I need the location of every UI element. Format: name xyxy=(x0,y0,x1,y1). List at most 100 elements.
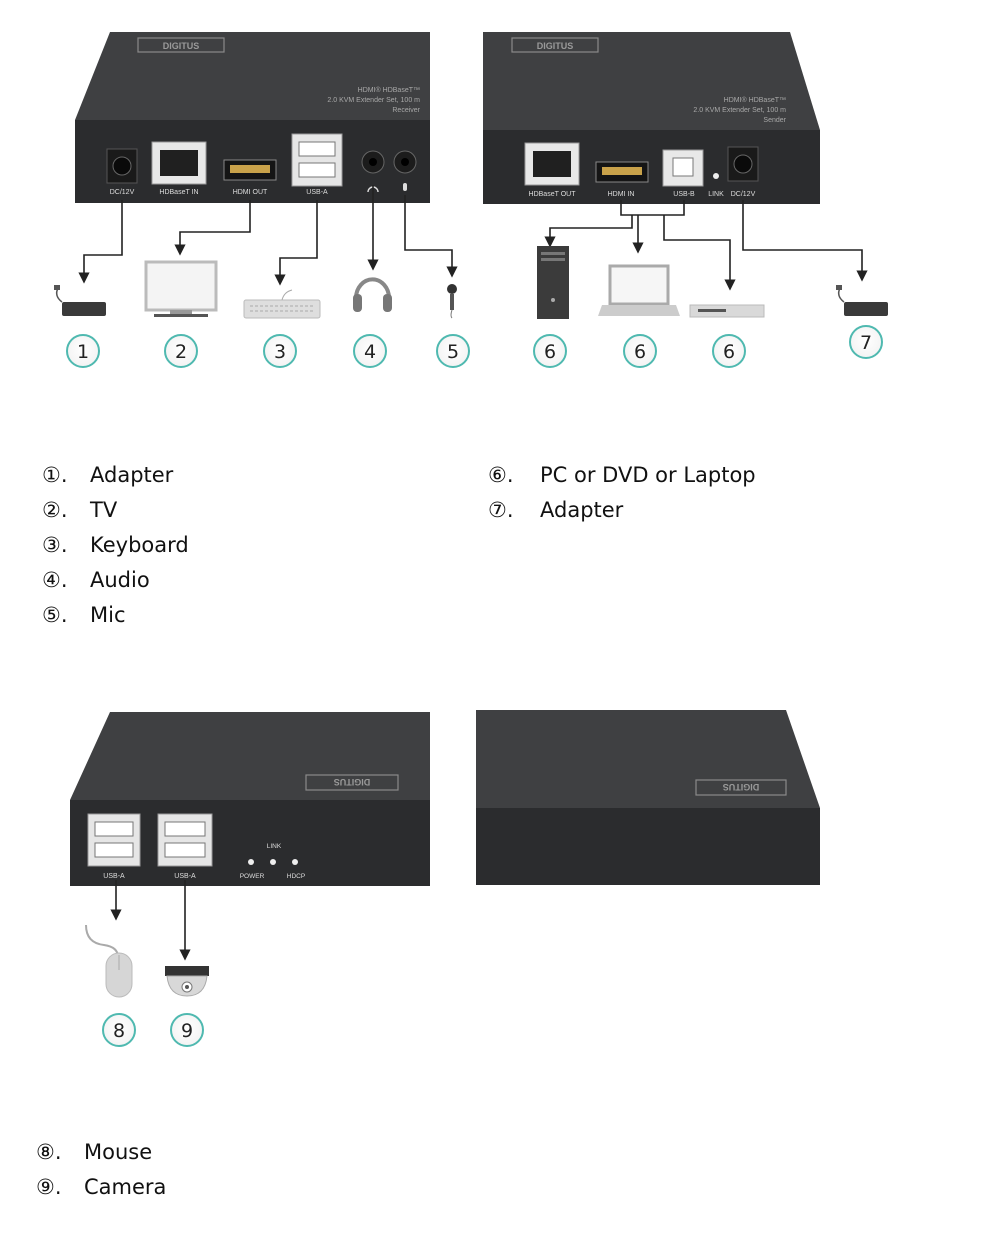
legend-label: Camera xyxy=(84,1175,167,1199)
arrow-tv xyxy=(174,200,251,256)
sender-dc-label: DC/12V xyxy=(731,191,756,198)
receiver-product-line2: 2.0 KVM Extender Set, 100 m xyxy=(327,97,420,104)
adapter-icon-sender xyxy=(836,285,888,316)
svg-text:6: 6 xyxy=(634,341,646,363)
receiver-back-power-label: POWER xyxy=(240,873,265,880)
svg-text:7: 7 xyxy=(860,332,872,354)
legend-item-5: ⑤.Mic xyxy=(42,603,126,627)
receiver-hdbaset-in-label: HDBaseT IN xyxy=(159,189,198,196)
arrow-dvd xyxy=(663,215,736,291)
badge-6-pc: 6 xyxy=(533,334,567,368)
sender-back-brand-box xyxy=(695,779,787,796)
sender-product-line1: HDMI® HDBaseT™ xyxy=(724,96,786,104)
bottom-connection-arrows xyxy=(110,880,191,961)
legend-label: Keyboard xyxy=(90,533,189,557)
power-led xyxy=(248,859,254,865)
sender-brand-box xyxy=(511,37,599,53)
receiver-brand-box xyxy=(137,37,225,53)
sender-hdmi-usb-bus xyxy=(620,200,685,216)
receiver-back-unit: DIGITUS USB-A USB-A LINK POWER HDCP xyxy=(70,712,430,886)
svg-text:3: 3 xyxy=(274,341,286,363)
svg-text:5: 5 xyxy=(447,341,459,363)
sender-link-label: LINK xyxy=(708,191,724,198)
svg-text:6: 6 xyxy=(544,341,556,363)
badge-7: 7 xyxy=(849,325,883,359)
sender-product-line2: 2.0 KVM Extender Set, 100 m xyxy=(693,107,786,114)
mic-icon xyxy=(403,183,407,191)
sender-unit: DIGITUS HDMI® HDBaseT™ 2.0 KVM Extender … xyxy=(483,32,820,204)
arrow-adapter-sender xyxy=(742,200,868,282)
legend-item-2: ②.TV xyxy=(42,498,117,522)
badge-3: 3 xyxy=(263,334,297,368)
receiver-product-line1: HDMI® HDBaseT™ xyxy=(358,86,420,94)
sender-back-unit: DIGITUS xyxy=(476,710,820,885)
legend-number: ②. xyxy=(42,498,68,522)
badge-6-laptop: 6 xyxy=(623,334,657,368)
badge-4: 4 xyxy=(353,334,387,368)
badge-2: 2 xyxy=(164,334,198,368)
mouse-icon xyxy=(85,924,133,998)
arrow-mic xyxy=(404,195,458,278)
tv-icon xyxy=(144,260,218,317)
sender-back-brand: DIGITUS xyxy=(723,782,760,792)
badge-6-dvd: 6 xyxy=(712,334,746,368)
legend-item-6: ⑥. PC or DVD or Laptop xyxy=(488,463,756,487)
sender-hdbaset-out-label: HDBaseT OUT xyxy=(529,191,577,198)
legend-item-8: ⑧. Mouse xyxy=(36,1140,152,1164)
top-connection-arrows xyxy=(78,185,868,291)
sender-back-front-face xyxy=(476,808,820,885)
receiver-back-brand: DIGITUS xyxy=(334,777,371,787)
legend-number: ③. xyxy=(42,533,68,557)
sender-link-led xyxy=(713,173,719,179)
receiver-back-brand-box xyxy=(305,774,399,791)
sender-back-top-face xyxy=(476,710,820,808)
legend-label: Mouse xyxy=(84,1140,153,1164)
legend-item-4: ④. Audio xyxy=(42,568,150,592)
receiver-product-line3: Receiver xyxy=(392,107,420,114)
laptop-icon xyxy=(598,264,680,316)
legend-number: ⑦. xyxy=(488,498,514,522)
receiver-top-face xyxy=(75,32,430,120)
badge-5: 5 xyxy=(436,334,470,368)
legend-number: ④. xyxy=(42,568,68,592)
legend-label: Audio xyxy=(90,568,150,592)
hdcp-led xyxy=(292,859,298,865)
receiver-dc-label: DC/12V xyxy=(110,189,135,196)
svg-text:6: 6 xyxy=(723,341,735,363)
legend-label: Adapter xyxy=(90,463,174,487)
receiver-back-usb-a-1-label: USB-A xyxy=(103,873,125,880)
svg-text:2: 2 xyxy=(175,341,187,363)
sender-hdmi-in-label: HDMI IN xyxy=(608,191,635,198)
pc-tower-icon xyxy=(537,246,569,319)
svg-text:1: 1 xyxy=(77,341,89,363)
sender-product-line3: Sender xyxy=(763,117,786,124)
link-led xyxy=(270,859,276,865)
svg-text:4: 4 xyxy=(364,341,376,363)
headphones-icon xyxy=(353,277,392,312)
legend-item-9: ⑨. Camera xyxy=(36,1175,166,1199)
badge-8: 8 xyxy=(102,1013,136,1047)
arrow-adapter xyxy=(78,200,123,284)
receiver-usb-a-label: USB-A xyxy=(306,189,328,196)
receiver-back-top-face xyxy=(70,712,430,800)
adapter-icon xyxy=(54,285,106,316)
badge-9: 9 xyxy=(170,1013,204,1047)
svg-text:8: 8 xyxy=(113,1020,125,1042)
svg-text:9: 9 xyxy=(181,1020,193,1042)
receiver-hdmi-out-label: HDMI OUT xyxy=(233,189,268,196)
receiver-brand: DIGITUS xyxy=(163,41,200,51)
legend-number: ⑨. xyxy=(36,1175,62,1199)
legend-label: Adapter xyxy=(540,498,624,522)
receiver-back-usb-a-2-label: USB-A xyxy=(174,873,196,880)
legend-number: ⑥. xyxy=(488,463,514,487)
legend-label: PC or DVD or Laptop xyxy=(540,463,756,487)
receiver-back-hdcp-label: HDCP xyxy=(287,873,305,880)
receiver-back-link-label: LINK xyxy=(267,843,282,850)
dvd-player-icon xyxy=(689,304,765,318)
legend-number: ⑧. xyxy=(36,1140,62,1164)
legend-number: ⑤. xyxy=(42,603,68,627)
sender-top-face xyxy=(483,32,820,130)
microphone-icon xyxy=(447,284,457,319)
legend-item-1: ①.Adapter xyxy=(42,463,173,487)
